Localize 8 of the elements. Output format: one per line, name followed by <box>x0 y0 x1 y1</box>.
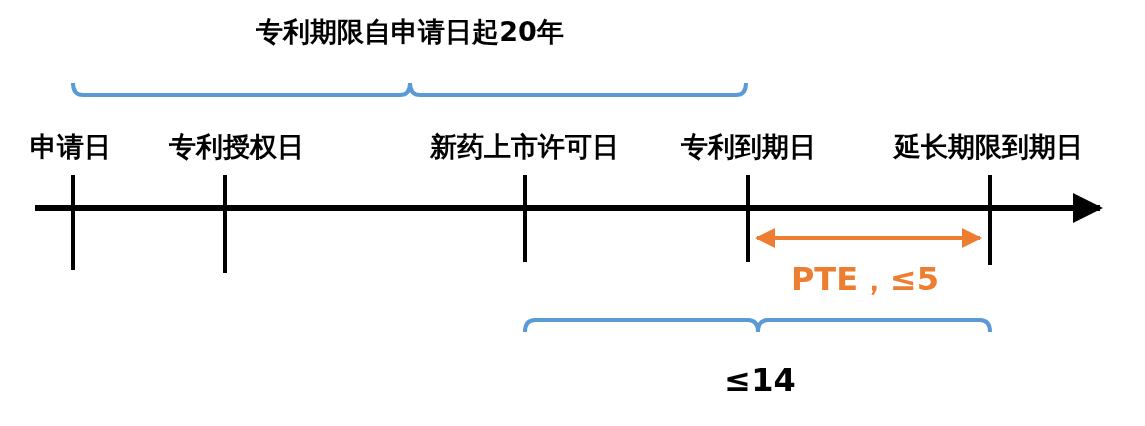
date-label: 专利授权日 <box>168 132 304 162</box>
duration-label: PTE，≤5 <box>790 262 940 298</box>
date-label: 延长期限到期日 <box>893 132 1083 162</box>
title: 专利期限自申请日起20年 <box>256 17 564 47</box>
date-label: 专利到期日 <box>680 132 816 162</box>
duration-label: ≤14 <box>724 363 796 399</box>
date-label: 申请日 <box>29 132 111 162</box>
date-label: 新药上市许可日 <box>429 132 619 162</box>
